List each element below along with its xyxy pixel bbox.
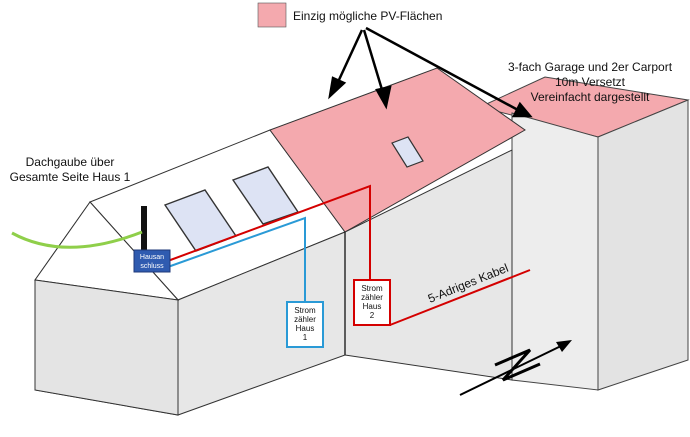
meter1-line-3: Haus: [296, 324, 315, 333]
garage-line-1: 3-fach Garage und 2er Carport: [508, 60, 673, 74]
dormer-curve: [11, 230, 143, 249]
legend-swatch: [257, 2, 287, 28]
garage-block: [478, 76, 690, 391]
blue-cable: [164, 216, 306, 302]
hausanschluss-line-2: schluss: [140, 263, 164, 270]
garage-line-2: 10m Versetzt: [555, 75, 626, 89]
north-arrow-icon: [459, 340, 572, 396]
meter1-line-2: zähler: [294, 315, 316, 324]
meter-box-haus1: Strom zähler Haus 1: [286, 301, 324, 348]
mast: [141, 206, 147, 252]
meter2-line-2: zähler: [361, 293, 383, 302]
meter1-line-4: 1: [303, 333, 308, 342]
garage-line-3: Vereinfacht dargestellt: [531, 90, 650, 104]
garage-side-wall: [597, 99, 689, 391]
legend-label: Einzig mögliche PV-Flächen: [293, 9, 442, 23]
meter-box-haus2: Strom zähler Haus 2: [353, 279, 391, 326]
red-cable-kabel: [389, 269, 531, 326]
hausanschluss-line-1: Hausan: [140, 254, 164, 261]
dormer-line-2: Gesamte Seite Haus 1: [10, 170, 131, 184]
meter2-line-3: Haus: [363, 302, 382, 311]
gable-wall: [34, 279, 179, 416]
pointer-arrows: [328, 26, 533, 118]
roof-window-pv: [391, 136, 424, 168]
red-cable-roof: [164, 184, 371, 280]
meter2-line-1: Strom: [361, 284, 383, 293]
meter1-line-1: Strom: [294, 306, 316, 315]
dormer-line-1: Dachgaube über: [26, 155, 115, 169]
hausanschluss-box: Hausan schluss: [133, 249, 171, 273]
meter2-line-4: 2: [370, 311, 375, 320]
